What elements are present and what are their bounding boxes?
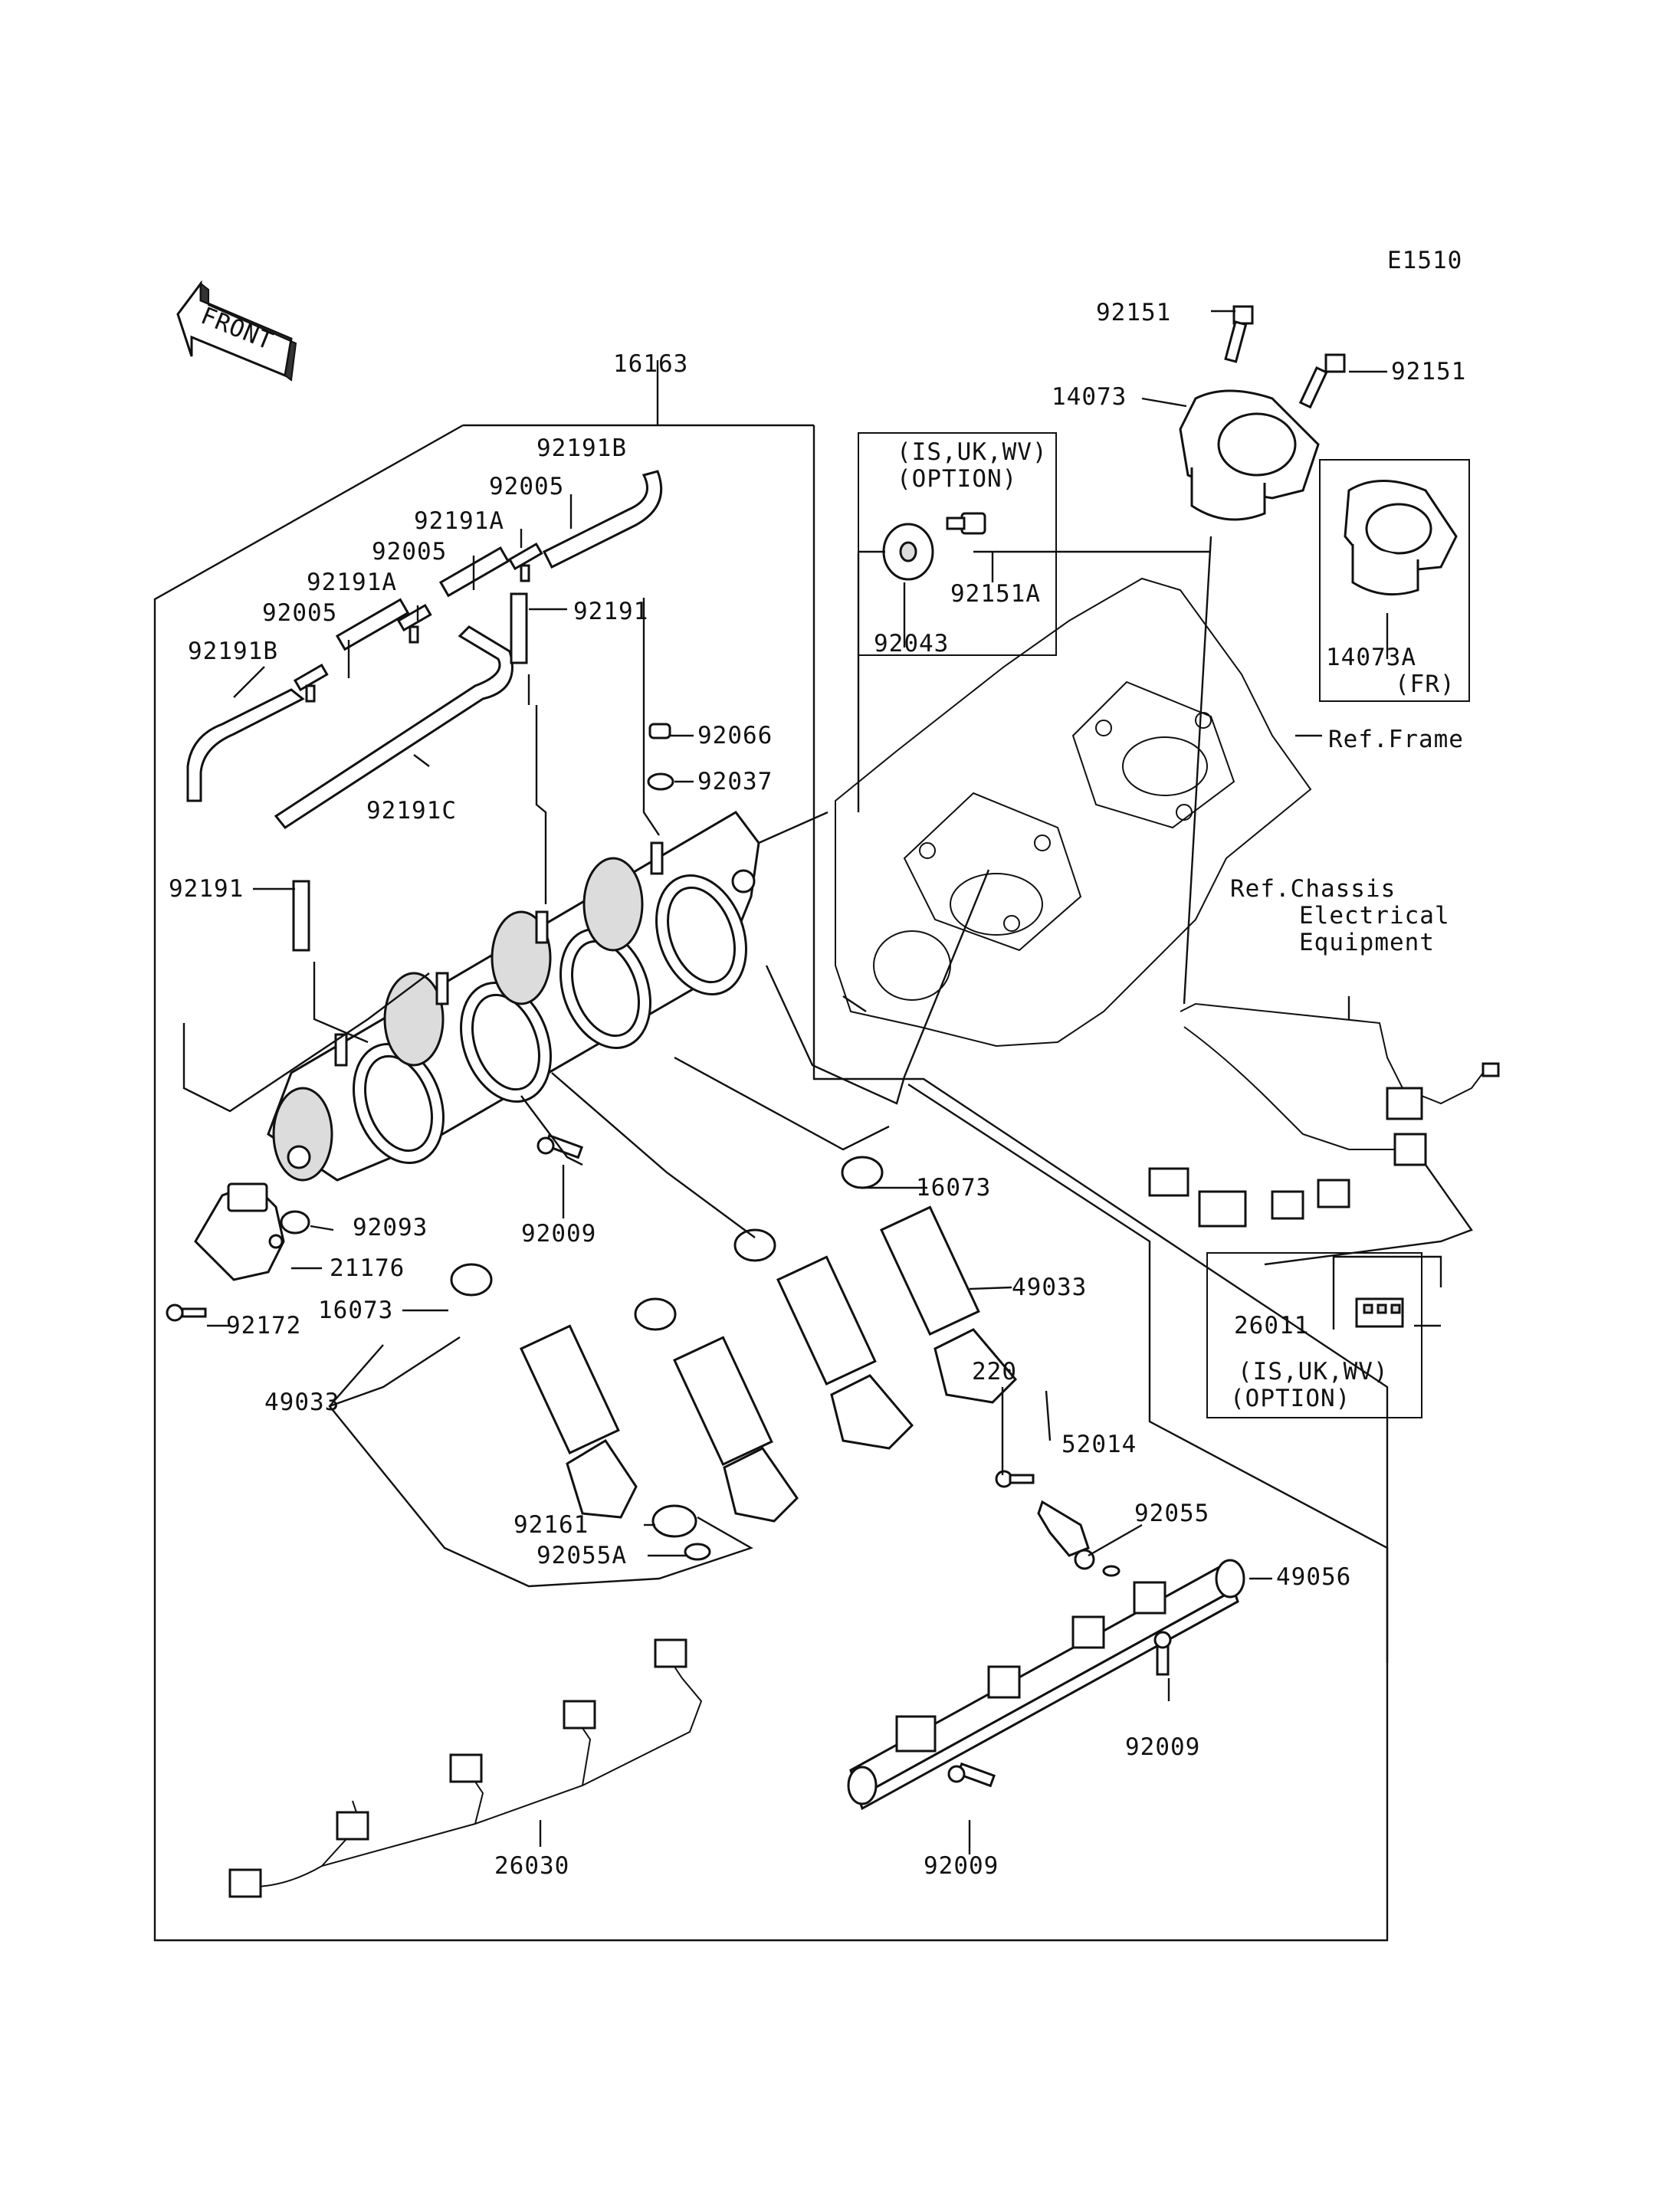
label-92005-top: 92005 <box>489 473 564 500</box>
option-bottom-line1: (IS,UK,WV) <box>1238 1358 1389 1385</box>
seal-16073-d <box>733 1228 776 1262</box>
vacuum-hoses <box>186 470 674 952</box>
label-26030: 26030 <box>494 1852 569 1880</box>
label-92191A-mid: 92191A <box>307 569 397 596</box>
label-92151A: 92151A <box>950 580 1041 608</box>
chassis-harness <box>1148 1002 1500 1228</box>
label-14073: 14073 <box>1052 383 1127 411</box>
label-92055A: 92055A <box>536 1542 627 1569</box>
label-16073-right: 16073 <box>916 1174 991 1202</box>
clip-92037 <box>647 772 674 791</box>
option-top-line1: (IS,UK,WV) <box>897 438 1048 466</box>
label-ref-chassis-2: Electrical <box>1299 902 1450 930</box>
connector-26011 <box>1355 1297 1404 1328</box>
label-92055: 92055 <box>1134 1500 1209 1527</box>
label-16073-left: 16073 <box>318 1297 393 1324</box>
assembly-boundary <box>812 425 1389 1663</box>
label-92191C: 92191C <box>366 797 457 825</box>
bolt-92151A <box>946 512 986 535</box>
front-arrow-icon: FRONT <box>176 280 297 382</box>
option-bottom-line2: (OPTION) <box>1230 1385 1350 1412</box>
label-ref-chassis-3: Equipment <box>1299 929 1435 956</box>
bolt-92151-b <box>1298 353 1346 409</box>
t-fitting-mid <box>396 603 432 644</box>
bolt-220 <box>995 1470 1035 1488</box>
option-box-top <box>858 432 1057 656</box>
label-14073A: 14073A <box>1326 644 1416 671</box>
throttle-body-16163 <box>267 811 760 1182</box>
label-92151-right: 92151 <box>1391 358 1466 385</box>
label-92151-left: 92151 <box>1096 299 1171 326</box>
oring-92055 <box>1102 1565 1121 1577</box>
grommet-92043 <box>882 523 934 581</box>
fr-box <box>1319 459 1470 702</box>
label-92191B-top: 92191B <box>536 434 627 462</box>
label-92066: 92066 <box>697 722 773 749</box>
hose-92191-right <box>510 592 528 664</box>
label-16163: 16163 <box>613 350 688 378</box>
cap-92066 <box>648 723 671 739</box>
seal-16073-b <box>841 1156 884 1189</box>
label-92191-left: 92191 <box>169 875 244 903</box>
label-92009-top: 92009 <box>521 1220 596 1248</box>
option-box-bottom <box>1206 1252 1422 1418</box>
label-92037: 92037 <box>697 768 773 795</box>
label-92005-left: 92005 <box>262 599 337 627</box>
label-92191B-left: 92191B <box>188 638 278 665</box>
funnel-14073A <box>1344 480 1458 596</box>
option-top-line2: (OPTION) <box>897 465 1017 493</box>
diagram-id: E1510 <box>1387 247 1462 274</box>
label-ref-chassis-1: Ref.Chassis <box>1230 875 1396 903</box>
fuel-rail-49056 <box>847 1559 1245 1811</box>
hose-92191-left <box>292 880 310 952</box>
sensor-21176 <box>194 1182 285 1281</box>
label-92093: 92093 <box>353 1214 428 1241</box>
label-92191-right: 92191 <box>573 598 648 625</box>
label-fr: (FR) <box>1395 671 1455 698</box>
seal-16073-c <box>634 1297 677 1331</box>
bolt-92009-bottom <box>947 1762 996 1788</box>
bolt-92151-a <box>1224 305 1254 363</box>
seal-92161 <box>651 1504 697 1538</box>
screw-92172 <box>166 1303 207 1322</box>
label-92191A-top: 92191A <box>414 507 504 535</box>
leader-lines <box>182 310 1473 1854</box>
label-49033-left: 49033 <box>264 1389 340 1416</box>
seal-16073-a <box>450 1263 493 1297</box>
injector-2 <box>673 1336 799 1523</box>
oring-92055A <box>684 1543 711 1561</box>
label-ref-frame: Ref.Frame <box>1328 726 1464 753</box>
injector-3 <box>776 1255 914 1450</box>
injector-1 <box>520 1324 638 1519</box>
label-26011: 26011 <box>1234 1312 1309 1340</box>
label-92009-right: 92009 <box>1125 1733 1200 1761</box>
injector-harness-26030 <box>228 1638 703 1898</box>
label-52014: 52014 <box>1061 1431 1137 1458</box>
label-92043: 92043 <box>874 630 949 657</box>
label-220: 220 <box>972 1358 1017 1385</box>
oring-92093 <box>280 1210 310 1235</box>
label-92005-mid: 92005 <box>372 538 447 566</box>
label-49056: 49056 <box>1276 1563 1351 1591</box>
label-92172: 92172 <box>226 1312 301 1340</box>
label-21176: 21176 <box>330 1254 405 1282</box>
label-92161: 92161 <box>514 1511 589 1539</box>
fitting-92055 <box>1037 1500 1095 1570</box>
bolt-92009-right <box>1153 1631 1172 1676</box>
t-fitting-right <box>507 542 543 582</box>
label-49033-right: 49033 <box>1012 1274 1087 1301</box>
t-fitting-left <box>293 663 329 703</box>
injector-4 <box>880 1205 1018 1404</box>
label-92009-bottom: 92009 <box>924 1852 999 1880</box>
funnel-14073 <box>1179 389 1320 521</box>
